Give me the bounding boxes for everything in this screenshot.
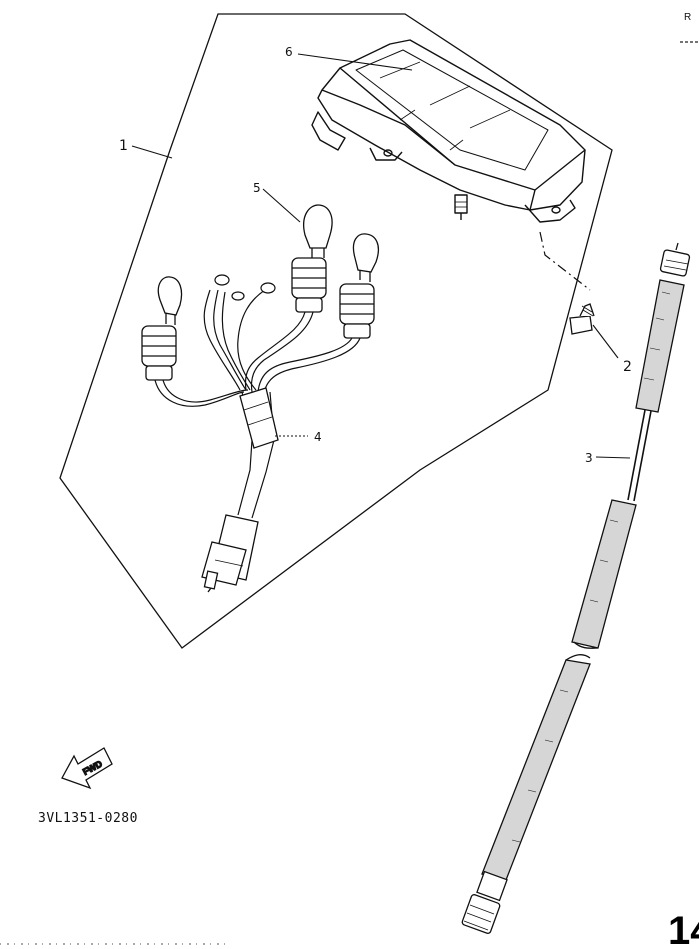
callout-1: 1 xyxy=(119,138,128,154)
page-number: 14 xyxy=(668,909,699,949)
ground-terminals xyxy=(214,274,276,301)
bulb-sockets xyxy=(141,257,375,381)
meter-housing xyxy=(311,39,586,223)
fwd-arrow-icon: FWD xyxy=(61,747,113,790)
callout-6: 6 xyxy=(285,45,293,59)
bulbs xyxy=(157,204,380,325)
callout-3: 3 xyxy=(585,451,593,465)
speedometer-cable xyxy=(461,242,691,934)
screw xyxy=(569,303,595,335)
assembly-outline xyxy=(59,13,613,649)
corner-mark: R xyxy=(684,12,691,23)
callout-2: 2 xyxy=(623,359,632,375)
harness-sleeve xyxy=(239,387,279,449)
drawing-code: 3VL1351-0280 xyxy=(38,811,138,826)
dash-chain-line xyxy=(539,231,591,291)
callout-4: 4 xyxy=(314,430,322,444)
callout-5: 5 xyxy=(253,181,261,195)
wire-harness xyxy=(154,289,361,519)
leader-lines xyxy=(131,53,631,459)
harness-coupler xyxy=(201,514,259,593)
